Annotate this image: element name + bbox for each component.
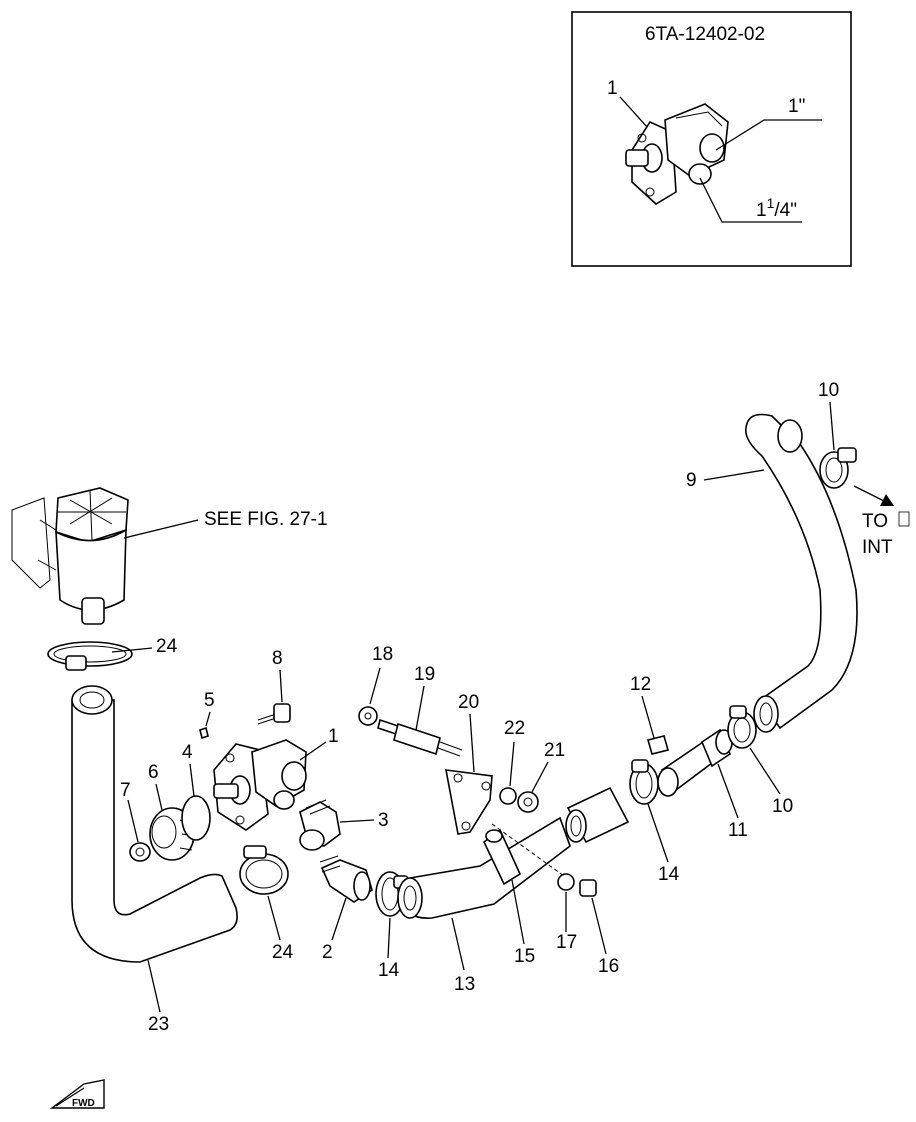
water-strainer (11, 487, 129, 625)
inset-part-number: 6TA-12402-02 (645, 24, 765, 45)
elbow-3 (299, 799, 341, 851)
washer-17 (557, 873, 575, 891)
callout-23: 23 (148, 1014, 169, 1035)
nut-22 (499, 787, 517, 805)
see-fig-note: SEE FIG. 27-1 (204, 509, 328, 530)
callout-21: 21 (544, 740, 565, 761)
stud-19 (377, 718, 463, 757)
callout-12: 12 (630, 674, 651, 695)
hose-clamp-10-upper (819, 447, 857, 489)
washer-18 (358, 706, 378, 726)
callout-7: 7 (120, 780, 131, 801)
nut-7 (129, 842, 151, 862)
water-pump-1 (213, 739, 307, 831)
callout-10-upper: 10 (818, 380, 839, 401)
callout-5: 5 (204, 690, 215, 711)
callout-13: 13 (454, 974, 475, 995)
bolt-8 (257, 703, 291, 725)
fwd-mark-icon: FWD (49, 1079, 105, 1109)
callout-14-right: 14 (658, 864, 680, 885)
hose-9 (745, 413, 858, 733)
elbow-2 (319, 855, 373, 903)
hose-13 (397, 816, 571, 919)
callout-24-lower: 24 (272, 942, 294, 963)
callout-9: 9 (686, 470, 697, 491)
hose-clamp-14-right (629, 759, 659, 805)
callout-11: 11 (728, 820, 748, 841)
callout-1: 1 (328, 726, 339, 747)
hose-11 (701, 728, 733, 768)
callout-2: 2 (322, 942, 333, 963)
callout-3: 3 (378, 810, 389, 831)
callout-18: 18 (372, 644, 393, 665)
callout-16: 16 (598, 956, 619, 977)
fitting-12 (647, 735, 718, 797)
callout-20: 20 (458, 692, 479, 713)
fwd-mark-text: FWD (72, 1098, 95, 1109)
callout-10-lower: 10 (772, 796, 793, 817)
bracket-20 (445, 769, 493, 835)
nut-21 (517, 791, 539, 813)
callout-15: 15 (514, 946, 535, 967)
int-note: INT (862, 537, 893, 558)
hose-clamp-10-lower (727, 705, 757, 749)
hose-23 (71, 685, 238, 963)
hose-clamp-14-left (375, 871, 409, 917)
bolt-16 (579, 879, 597, 897)
callout-17: 17 (556, 932, 577, 953)
callout-24-top: 24 (156, 636, 178, 657)
callout-22: 22 (504, 718, 525, 739)
callout-14-left: 14 (378, 960, 400, 981)
callout-4: 4 (182, 742, 193, 763)
callout-6: 6 (148, 762, 159, 783)
hose-clamp-15 (482, 828, 522, 886)
to-note: TO (862, 511, 888, 532)
o-ring-4 (181, 795, 211, 841)
callout-19: 19 (414, 664, 435, 685)
inset-callout-1: 1 (607, 78, 618, 99)
inset-size-upper: 1" (788, 96, 805, 117)
arrow-to-intake (853, 485, 894, 506)
hose-clamp-24-top (47, 641, 133, 671)
callout-8: 8 (272, 648, 283, 669)
hose-joint (565, 786, 630, 844)
inset-size-lower: 11/4" (756, 195, 797, 221)
key-5 (199, 726, 209, 740)
inset-pump-drawing (625, 103, 729, 205)
inset-panel: 6TA-12402-02 1 1" 11/4" (571, 11, 852, 267)
hose-clamp-24-lower (239, 845, 289, 895)
